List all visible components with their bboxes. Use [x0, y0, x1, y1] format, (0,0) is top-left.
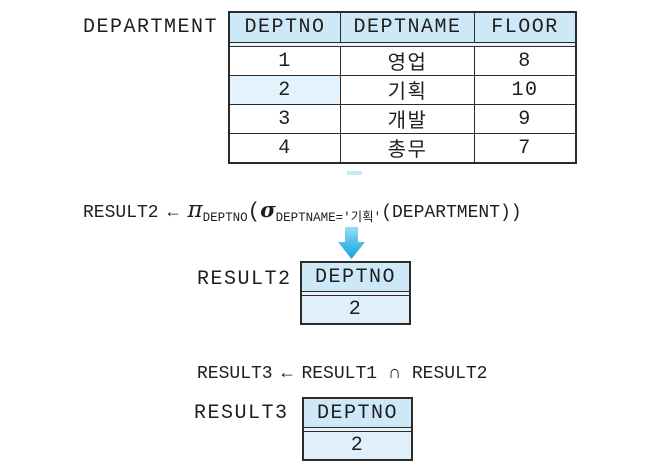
pi-subscript: DEPTNO	[202, 211, 248, 225]
table-cell: 7	[474, 134, 575, 162]
column-header-deptname: DEPTNAME	[340, 13, 474, 42]
table-row: 4 총무 7	[230, 133, 575, 163]
result3-table-label: RESULT3	[194, 402, 289, 425]
table-cell: 개발	[340, 105, 474, 134]
table-cell: 1	[278, 49, 292, 73]
header-double-rule	[302, 291, 409, 296]
right-operand: RESULT2	[411, 364, 488, 384]
table-row: 2	[302, 296, 409, 323]
result2-table: DEPTNO 2	[300, 261, 411, 325]
result2-table-label: RESULT2	[197, 268, 292, 291]
sigma-selection-symbol: σ	[260, 197, 276, 222]
table-row: 2 기획 10	[230, 75, 575, 105]
table-cell: 3	[278, 107, 292, 131]
table-cell: 영업	[340, 47, 474, 76]
column-header-floor: FLOOR	[474, 13, 575, 42]
table-cell: 10	[474, 76, 575, 104]
sigma-subscript: DEPTNAME='기획'	[275, 211, 382, 225]
open-paren: (	[247, 201, 261, 224]
department-table: DEPTNO DEPTNAME FLOOR 1 영업 8 2 기획 10 3 개…	[228, 11, 577, 164]
result2-header-row: DEPTNO	[302, 263, 409, 291]
column-header-deptno: DEPTNO	[244, 16, 326, 39]
result3-expression: RESULT3 ← RESULT1 ∩ RESULT2	[197, 364, 488, 384]
left-operand: RESULT1	[301, 364, 378, 384]
result3-name: RESULT3	[197, 364, 273, 384]
down-arrow-icon	[338, 227, 365, 259]
result2-expression: RESULT2 ← π DEPTNO ( σ DEPTNAME='기획' (DE…	[83, 197, 522, 226]
department-table-label: DEPARTMENT	[83, 16, 219, 39]
table-cell: 2	[304, 432, 411, 459]
expression-tail: (DEPARTMENT))	[381, 203, 522, 223]
table-row: 3 개발 9	[230, 104, 575, 134]
result2-name: RESULT2	[83, 203, 159, 223]
table-row: 2	[304, 432, 411, 459]
table-row: 1 영업 8	[230, 47, 575, 76]
intersection-symbol: ∩	[389, 364, 400, 384]
small-dash-mark	[347, 171, 362, 175]
table-cell: 총무	[340, 134, 474, 163]
column-header-deptno: DEPTNO	[314, 265, 396, 289]
assignment-arrow-icon: ←	[281, 364, 293, 384]
department-header-row: DEPTNO DEPTNAME FLOOR	[230, 13, 575, 42]
pi-projection-symbol: π	[187, 197, 203, 223]
header-double-rule	[230, 42, 575, 47]
column-header-deptno: DEPTNO	[316, 401, 398, 425]
result3-header-row: DEPTNO	[304, 399, 411, 427]
table-cell-highlighted: 2	[230, 76, 340, 104]
table-cell: 4	[278, 136, 292, 160]
table-cell: 기획	[340, 76, 474, 105]
table-cell: 9	[474, 105, 575, 133]
header-double-rule	[304, 427, 411, 432]
table-cell: 8	[474, 47, 575, 75]
table-cell: 2	[302, 296, 409, 323]
assignment-arrow-icon: ←	[167, 203, 179, 223]
result3-table: DEPTNO 2	[302, 397, 413, 461]
